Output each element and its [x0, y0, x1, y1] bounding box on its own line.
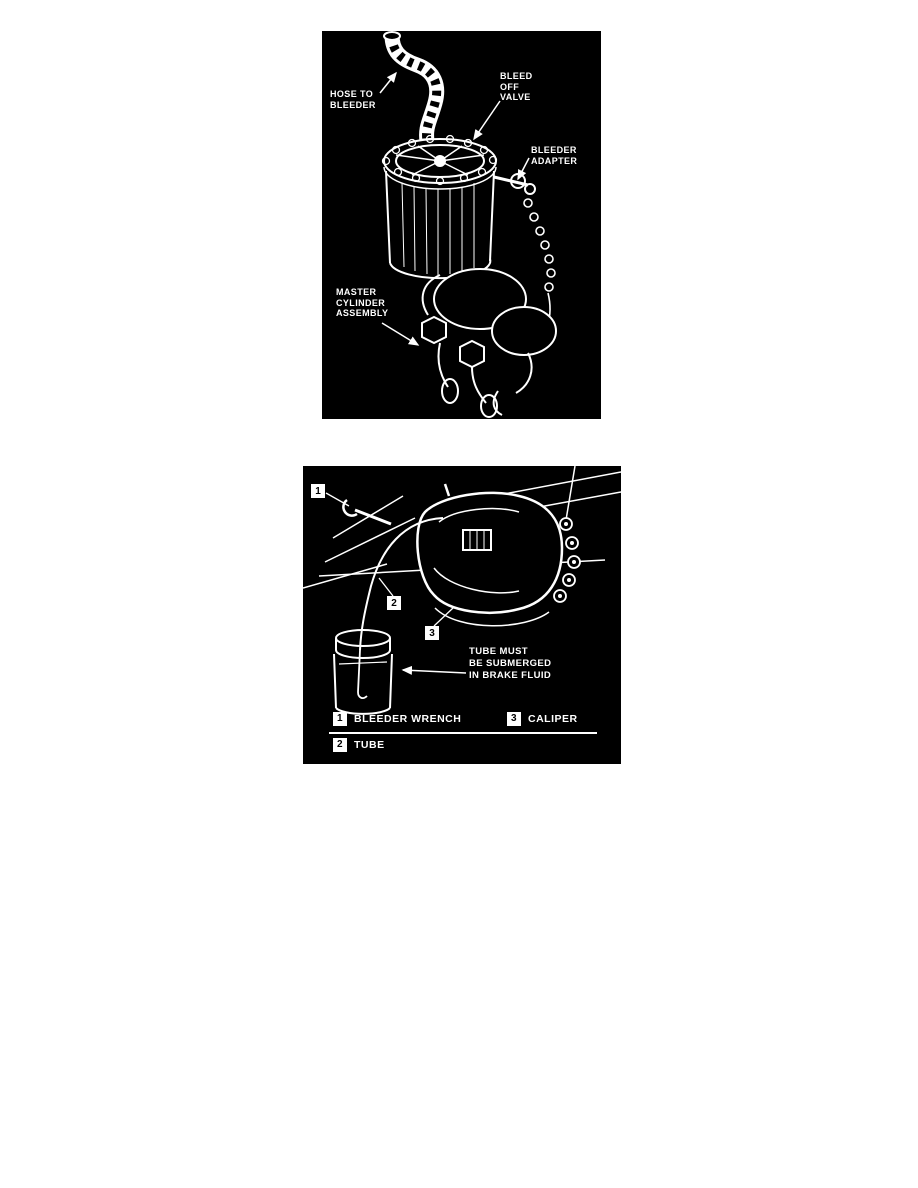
reservoir-body-art [385, 170, 495, 280]
callout-1: 1 [311, 484, 325, 498]
caliper-illustration [303, 466, 621, 715]
label-master-cylinder-assembly: MASTER CYLINDER ASSEMBLY [336, 287, 389, 318]
legend-box-2: 2 [333, 738, 347, 752]
legend-item-caliper: 3 CALIPER [507, 712, 578, 726]
figure-caliper-bleeding: 1 2 3 TUBE MUST BE SUBMERGED IN BRAKE FL… [303, 466, 621, 764]
hose-art [383, 31, 445, 143]
master-cylinder-illustration [379, 31, 557, 418]
legend-box-1: 1 [333, 712, 347, 726]
legend-label-tube: TUBE [354, 739, 385, 751]
reservoir-cap-art [381, 134, 498, 190]
callout-2: 2 [387, 596, 401, 610]
legend-item-bleeder-wrench: 1 BLEEDER WRENCH [333, 712, 461, 726]
figure-master-cylinder: HOSE TO BLEEDER BLEED OFF VALVE BLEEDER … [322, 31, 601, 419]
legend-label-caliper: CALIPER [528, 713, 578, 725]
wrench-art [342, 498, 392, 526]
note-tube-submerged: TUBE MUST BE SUBMERGED IN BRAKE FLUID [469, 646, 552, 681]
leader-lines [325, 492, 467, 675]
legend-label-bleeder-wrench: BLEEDER WRENCH [354, 713, 462, 725]
jar-art [333, 629, 393, 715]
label-hose-to-bleeder: HOSE TO BLEEDER [330, 89, 376, 110]
caliper-art [416, 483, 581, 627]
legend-divider [329, 732, 597, 734]
callout-3: 3 [425, 626, 439, 640]
label-bleed-off-valve: BLEED OFF VALVE [500, 71, 533, 102]
legend-item-tube: 2 TUBE [333, 738, 385, 752]
master-cylinder-body-art [421, 268, 557, 418]
legend-box-3: 3 [507, 712, 521, 726]
label-bleeder-adapter: BLEEDER ADAPTER [531, 145, 578, 166]
leader-lines [379, 71, 530, 346]
